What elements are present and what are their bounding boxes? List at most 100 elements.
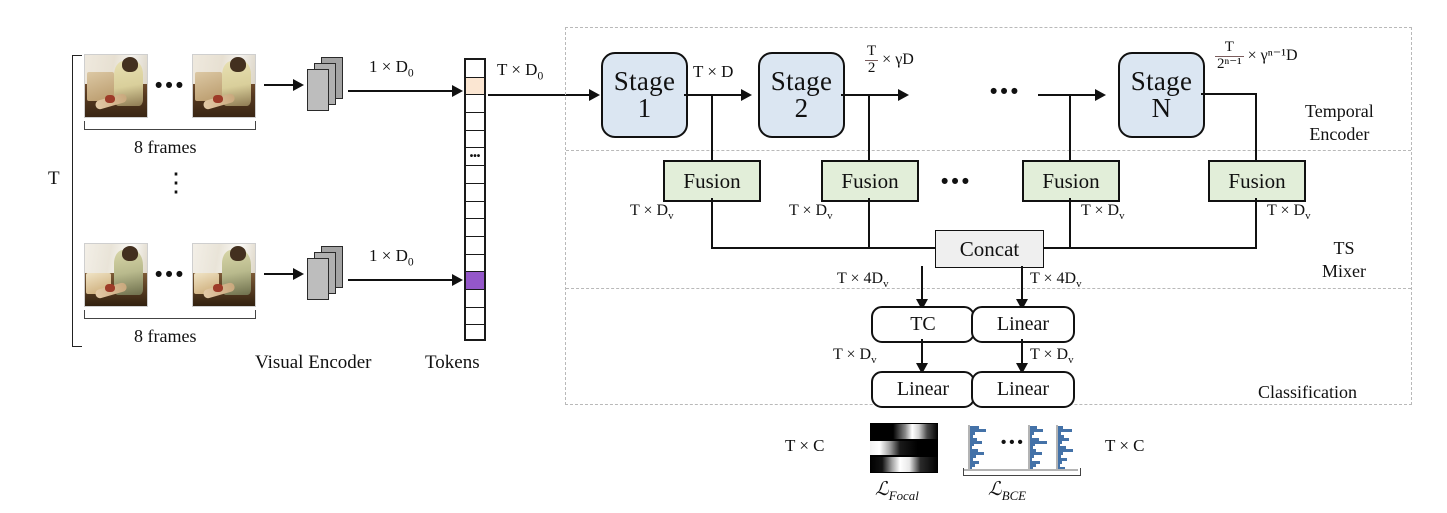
video-frame-top-2 (192, 54, 256, 118)
bce-loss-chart (960, 423, 1082, 473)
focal-loss-label: ℒFocal (875, 478, 919, 504)
dim-concat-left-sub: v (883, 278, 889, 291)
dim-concat-right-text: T × 4D (1030, 270, 1077, 287)
dim-tokens-out: T × D0 (497, 60, 543, 82)
fusion-1-label: Fusion (683, 168, 741, 193)
bce-bar (1057, 460, 1062, 464)
concat-to-tc-head (916, 299, 928, 310)
bce-ellipsis: ••• (1001, 434, 1026, 451)
tc-label: TC (910, 313, 936, 335)
fusion-2-drop (868, 198, 870, 248)
dim-fusion-out-4: T × Dv (1267, 202, 1311, 222)
bce-bar (1029, 460, 1040, 464)
bce-bar (1057, 446, 1066, 450)
dim-encoder-bottom: 1 × D0 (369, 246, 414, 268)
bce-bar (969, 460, 979, 464)
arrow-frames-top-head (293, 79, 304, 91)
tc-to-linear-head (916, 363, 928, 374)
section-label-classification: Classification (1258, 382, 1357, 402)
fusion-box-1[interactable]: Fusion (663, 160, 761, 202)
bce-bar (969, 431, 975, 435)
linear-box-right-bottom[interactable]: Linear (971, 371, 1075, 408)
fusion-box-4[interactable]: Fusion (1208, 160, 1306, 202)
dim-stagen-out: T 2ⁿ⁻¹ × γⁿ⁻¹D (1215, 39, 1298, 73)
linear-to-linear-line (1021, 339, 1023, 365)
bce-bar (1029, 463, 1036, 467)
stage-1-box[interactable]: Stage 1 (601, 52, 688, 138)
bce-bar (1057, 463, 1060, 467)
dim-fusion-out-1: T × Dv (630, 202, 674, 222)
section-mixer-line2: Mixer (1322, 260, 1366, 281)
dim-encoder-bottom-sub: 0 (407, 255, 414, 269)
dim-encoder-bottom-text: 1 × D (369, 246, 408, 265)
dim-fusion-1-text: T × D (630, 202, 669, 219)
focal-loss-sub: Focal (888, 487, 919, 503)
divider-mixer-classification (566, 288, 1411, 289)
bce-bar (1057, 440, 1062, 444)
bce-group-axis (1056, 425, 1058, 469)
dim-fusion-1-sub: v (668, 210, 674, 223)
bce-loss-symbol: ℒ (988, 479, 1002, 500)
fusion-box-2[interactable]: Fusion (821, 160, 919, 202)
token-cell (466, 184, 484, 202)
frame-ellipsis-top: ••• (155, 74, 187, 97)
bce-bar (1057, 466, 1065, 470)
dim-fusion-4-sub: v (1305, 210, 1311, 223)
section-temporal-line2: Encoder (1309, 123, 1370, 144)
bce-bar (969, 443, 974, 447)
bce-bar (1057, 437, 1069, 441)
fusion-4-label: Fusion (1228, 168, 1286, 193)
section-mixer-line1: TS (1333, 238, 1355, 258)
fusion-3-label: Fusion (1042, 168, 1100, 193)
tokens-label: Tokens (425, 352, 480, 373)
concat-to-linear-head (1016, 299, 1028, 310)
arrow-frames-bottom-head (293, 268, 304, 280)
arrow-stage2-line (841, 94, 899, 96)
fusion-box-3[interactable]: Fusion (1022, 160, 1120, 202)
dim-stage2-num: T (865, 43, 879, 61)
focal-heatmap-band (870, 457, 938, 472)
linear-box-left-bottom[interactable]: Linear (871, 371, 975, 408)
bce-bar (1057, 428, 1072, 432)
dim-focal-out: T × C (785, 436, 825, 455)
dim-tc-out-sub: v (871, 354, 877, 367)
token-cell (466, 308, 484, 326)
bce-loss-sub: BCE (1001, 487, 1027, 503)
tap-stage1-to-fusion (711, 94, 713, 160)
fusion-2-label: Fusion (841, 168, 899, 193)
token-cell-ellipsis: ••• (466, 148, 484, 167)
bce-bar (1057, 455, 1061, 458)
stage-2-box[interactable]: Stage 2 (758, 52, 845, 138)
tap-stage2-to-fusion (868, 94, 870, 160)
dim-stagen-den: 2ⁿ⁻¹ (1217, 55, 1242, 72)
bce-bar (1057, 443, 1060, 447)
linear-box-right-top[interactable]: Linear (971, 306, 1075, 343)
dim-fusion-out-2: T × Dv (789, 202, 833, 222)
stage-1-index: 1 (637, 93, 652, 123)
bce-bar (1057, 452, 1063, 456)
bce-bar (969, 434, 973, 438)
bce-bar (1057, 431, 1061, 435)
dim-linear-out-sub: v (1068, 354, 1074, 367)
section-temporal-line1: Temporal (1305, 101, 1374, 121)
dim-linear-out: T × Dv (1030, 346, 1074, 366)
concat-to-tc-line (921, 266, 923, 301)
bce-bar (969, 449, 978, 453)
dim-encoder-top: 1 × D0 (369, 57, 414, 79)
dim-bce-out: T × C (1105, 436, 1145, 455)
token-cell (466, 60, 484, 78)
fusion-1-drop (711, 198, 713, 248)
concat-box[interactable]: Concat (935, 230, 1044, 268)
fusion-3-drop (1069, 198, 1071, 248)
bce-brace (963, 468, 1081, 476)
row-ellipsis: ⋮ (163, 168, 189, 197)
dim-fusion-2-text: T × D (789, 202, 828, 219)
tc-box[interactable]: TC (871, 306, 975, 343)
stage-n-box[interactable]: Stage N (1118, 52, 1205, 138)
bce-bar (969, 437, 977, 441)
t-bracket (72, 55, 82, 347)
token-cell-highlight-peach (466, 77, 484, 96)
bce-baseline (964, 469, 1078, 471)
bce-bar (1029, 431, 1034, 435)
stagen-out-line (1201, 93, 1257, 95)
